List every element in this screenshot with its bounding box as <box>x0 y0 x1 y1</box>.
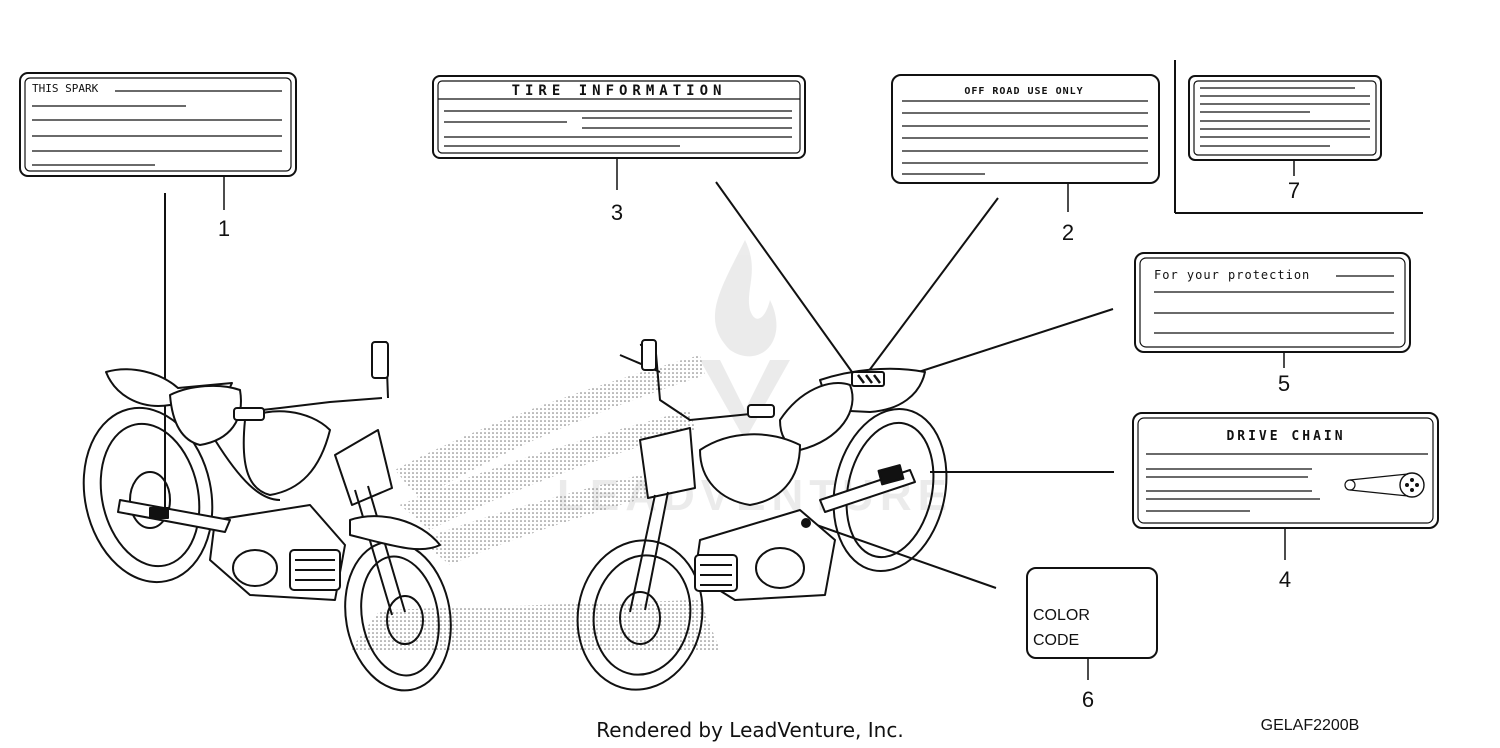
label-4-drive-chain: DRIVE CHAIN <box>1132 412 1439 529</box>
callout-1: 1 <box>218 216 230 241</box>
callout-3: 3 <box>611 200 623 225</box>
label-6-text-line1: COLOR <box>1033 607 1090 624</box>
label-1-text: THIS SPARK <box>32 82 99 95</box>
callout-2: 2 <box>1062 220 1074 245</box>
label-2-text: OFF ROAD USE ONLY <box>964 86 1083 97</box>
motorcycle-right-view <box>576 339 948 691</box>
label-2-off-road-use-only: OFF ROAD USE ONLY <box>891 74 1160 184</box>
label-4-text: DRIVE CHAIN <box>1226 429 1345 444</box>
label-5-for-your-protection: For your protection <box>1134 252 1411 353</box>
callout-5: 5 <box>1278 371 1290 396</box>
label-5-text: For your protection <box>1154 268 1310 282</box>
diagram-code: GELAF2200B <box>1261 717 1360 734</box>
callout-7: 7 <box>1288 178 1300 203</box>
label-6-color-code: COLOR CODE <box>1026 567 1158 659</box>
label-1-this-spark: THIS SPARK <box>19 72 297 177</box>
label-7 <box>1174 60 1423 214</box>
motorcycle-left-view <box>82 341 452 692</box>
label-3-tire-information: TIRE INFORMATION <box>432 75 806 159</box>
chain-sprocket-icon <box>1344 472 1425 498</box>
callout-6: 6 <box>1082 687 1094 712</box>
callout-4: 4 <box>1279 567 1291 592</box>
footer-credit: Rendered by LeadVenture, Inc. <box>596 718 903 742</box>
label-6-text-line2: CODE <box>1033 632 1079 649</box>
label-3-text: TIRE INFORMATION <box>512 83 727 99</box>
